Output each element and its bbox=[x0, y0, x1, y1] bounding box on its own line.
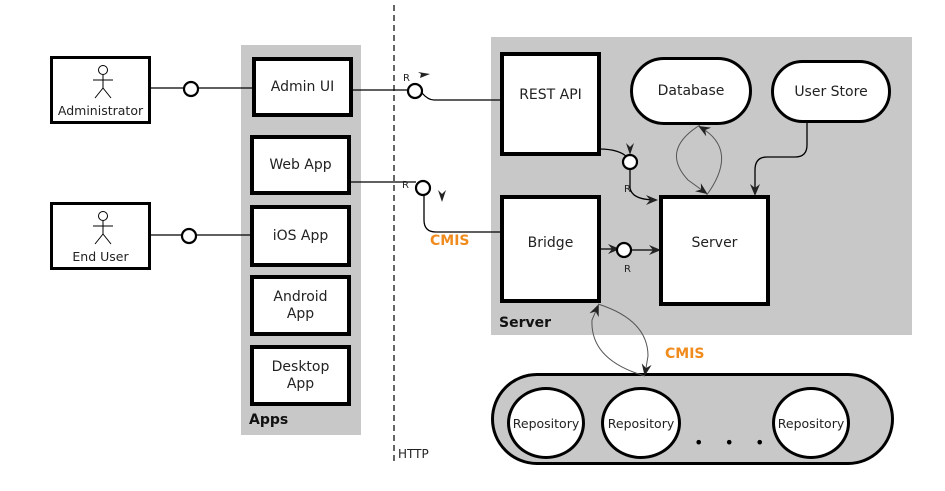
rest-interface-circle bbox=[406, 82, 424, 100]
component-label: Server bbox=[691, 235, 738, 251]
app-web-app[interactable]: Web App bbox=[250, 135, 351, 195]
cmis-http-label: CMIS bbox=[430, 233, 470, 249]
database-server-link bbox=[676, 124, 708, 195]
app-admin-ui[interactable]: Admin UI bbox=[252, 57, 353, 117]
stick-figure-icon bbox=[93, 65, 113, 99]
bridge-interface-circle bbox=[414, 179, 432, 197]
repository-2[interactable]: Repository bbox=[601, 387, 681, 459]
interface-r-label: R bbox=[624, 264, 631, 275]
enduser-interface-circle bbox=[180, 227, 198, 245]
http-label: HTTP bbox=[398, 447, 429, 461]
bridge-repository-link bbox=[589, 304, 646, 377]
userstore-server-link bbox=[750, 120, 808, 196]
component-server[interactable]: Server bbox=[659, 195, 770, 306]
interface-r-label: R bbox=[402, 180, 409, 191]
request-arrow-icon bbox=[418, 72, 430, 78]
component-bridge[interactable]: Bridge bbox=[500, 195, 601, 303]
apps-group-label: Apps bbox=[249, 412, 289, 428]
request-arrow-icon bbox=[438, 190, 446, 202]
actor-end-user[interactable]: End User bbox=[50, 202, 151, 270]
actor-label: Administrator bbox=[57, 103, 144, 118]
repository-ellipsis: • • • bbox=[694, 433, 773, 452]
repository-1[interactable]: Repository bbox=[507, 387, 585, 459]
component-rest-api[interactable]: REST API bbox=[500, 52, 601, 156]
actor-label: End User bbox=[72, 249, 129, 264]
app-ios-app[interactable]: iOS App bbox=[250, 205, 351, 267]
stick-figure-icon bbox=[93, 211, 113, 245]
rest-server-link bbox=[598, 148, 629, 159]
interface-r-label: R bbox=[624, 184, 631, 195]
server-group-label: Server bbox=[499, 315, 552, 331]
app-android-app[interactable]: Android App bbox=[250, 275, 351, 336]
component-label: Bridge bbox=[527, 235, 574, 251]
request-arrow-icon bbox=[626, 143, 634, 155]
app-desktop-app[interactable]: Desktop App bbox=[250, 345, 351, 406]
store-database[interactable]: Database bbox=[630, 57, 752, 125]
store-user-store[interactable]: User Store bbox=[771, 60, 891, 123]
component-label: REST API bbox=[519, 87, 582, 103]
admin-interface-circle bbox=[182, 80, 200, 98]
interface-r-label: R bbox=[403, 73, 410, 84]
cmis-repo-label: CMIS bbox=[665, 346, 705, 362]
repository-n[interactable]: Repository bbox=[772, 387, 850, 459]
actor-administrator[interactable]: Administrator bbox=[50, 56, 151, 124]
